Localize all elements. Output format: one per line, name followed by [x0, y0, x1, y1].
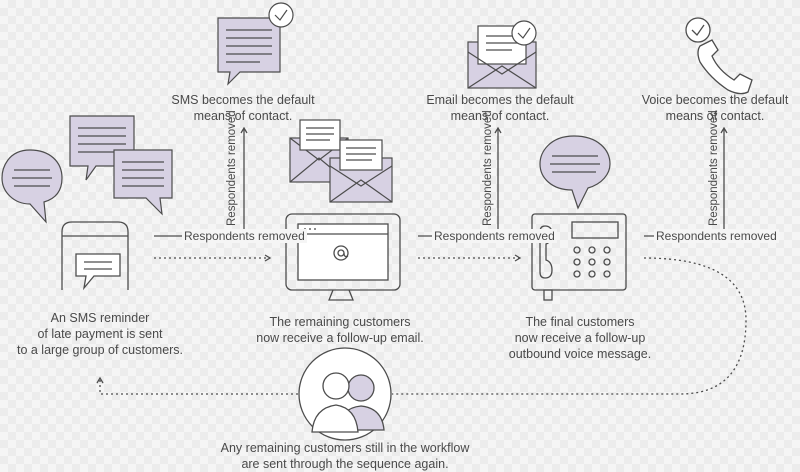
loop-line: Any remaining customers still in the wor…: [220, 441, 470, 455]
caption-line: to a large group of customers.: [16, 343, 184, 357]
respondents-removed-label: Respondents removed: [432, 229, 557, 243]
envelopes-icon: [289, 119, 393, 203]
default-line: Email becomes the default: [426, 93, 574, 107]
step-2-caption: The remaining customers now receive a fo…: [240, 314, 440, 346]
phone-sms-icon: [61, 221, 129, 291]
default-line: means of contact.: [665, 109, 765, 123]
caption-line: An SMS reminder: [50, 311, 150, 325]
respondents-removed-vertical: Respondents removed: [226, 110, 238, 226]
speech-bubble-icon: [539, 135, 611, 210]
caption-line: now receive a follow-up: [514, 331, 646, 345]
default-line: Voice becomes the default: [641, 93, 789, 107]
caption-line: outbound voice message.: [508, 347, 652, 361]
sms-check-icon: [217, 2, 294, 86]
step-1-caption: An SMS reminder of late payment is sent …: [0, 310, 200, 358]
default-line: means of contact.: [193, 109, 293, 123]
customers-icon: [298, 347, 392, 441]
computer-email-icon: [285, 213, 401, 301]
caption-line: The final customers: [525, 315, 635, 329]
default-line: means of contact.: [450, 109, 550, 123]
default-line: SMS becomes the default: [171, 93, 315, 107]
caption-line: now receive a follow-up email.: [256, 331, 424, 345]
respondents-removed-label: Respondents removed: [182, 229, 307, 243]
sms-bubbles-icon: [1, 115, 173, 224]
handset-check-icon: [685, 17, 753, 95]
respondents-removed-vertical: Respondents removed: [708, 110, 720, 226]
sms-default-text: SMS becomes the default means of contact…: [158, 92, 328, 124]
envelope-check-icon: [467, 20, 537, 89]
respondents-removed-label: Respondents removed: [654, 229, 779, 243]
caption-line: of late payment is sent: [37, 327, 163, 341]
loop-line: are sent through the sequence again.: [241, 457, 449, 471]
desk-phone-icon: [531, 213, 627, 301]
email-default-text: Email becomes the default means of conta…: [412, 92, 588, 124]
respondents-removed-vertical: Respondents removed: [482, 110, 494, 226]
caption-line: The remaining customers: [269, 315, 411, 329]
loop-caption: Any remaining customers still in the wor…: [190, 440, 500, 472]
voice-default-text: Voice becomes the default means of conta…: [630, 92, 800, 124]
step-3-caption: The final customers now receive a follow…: [480, 314, 680, 362]
